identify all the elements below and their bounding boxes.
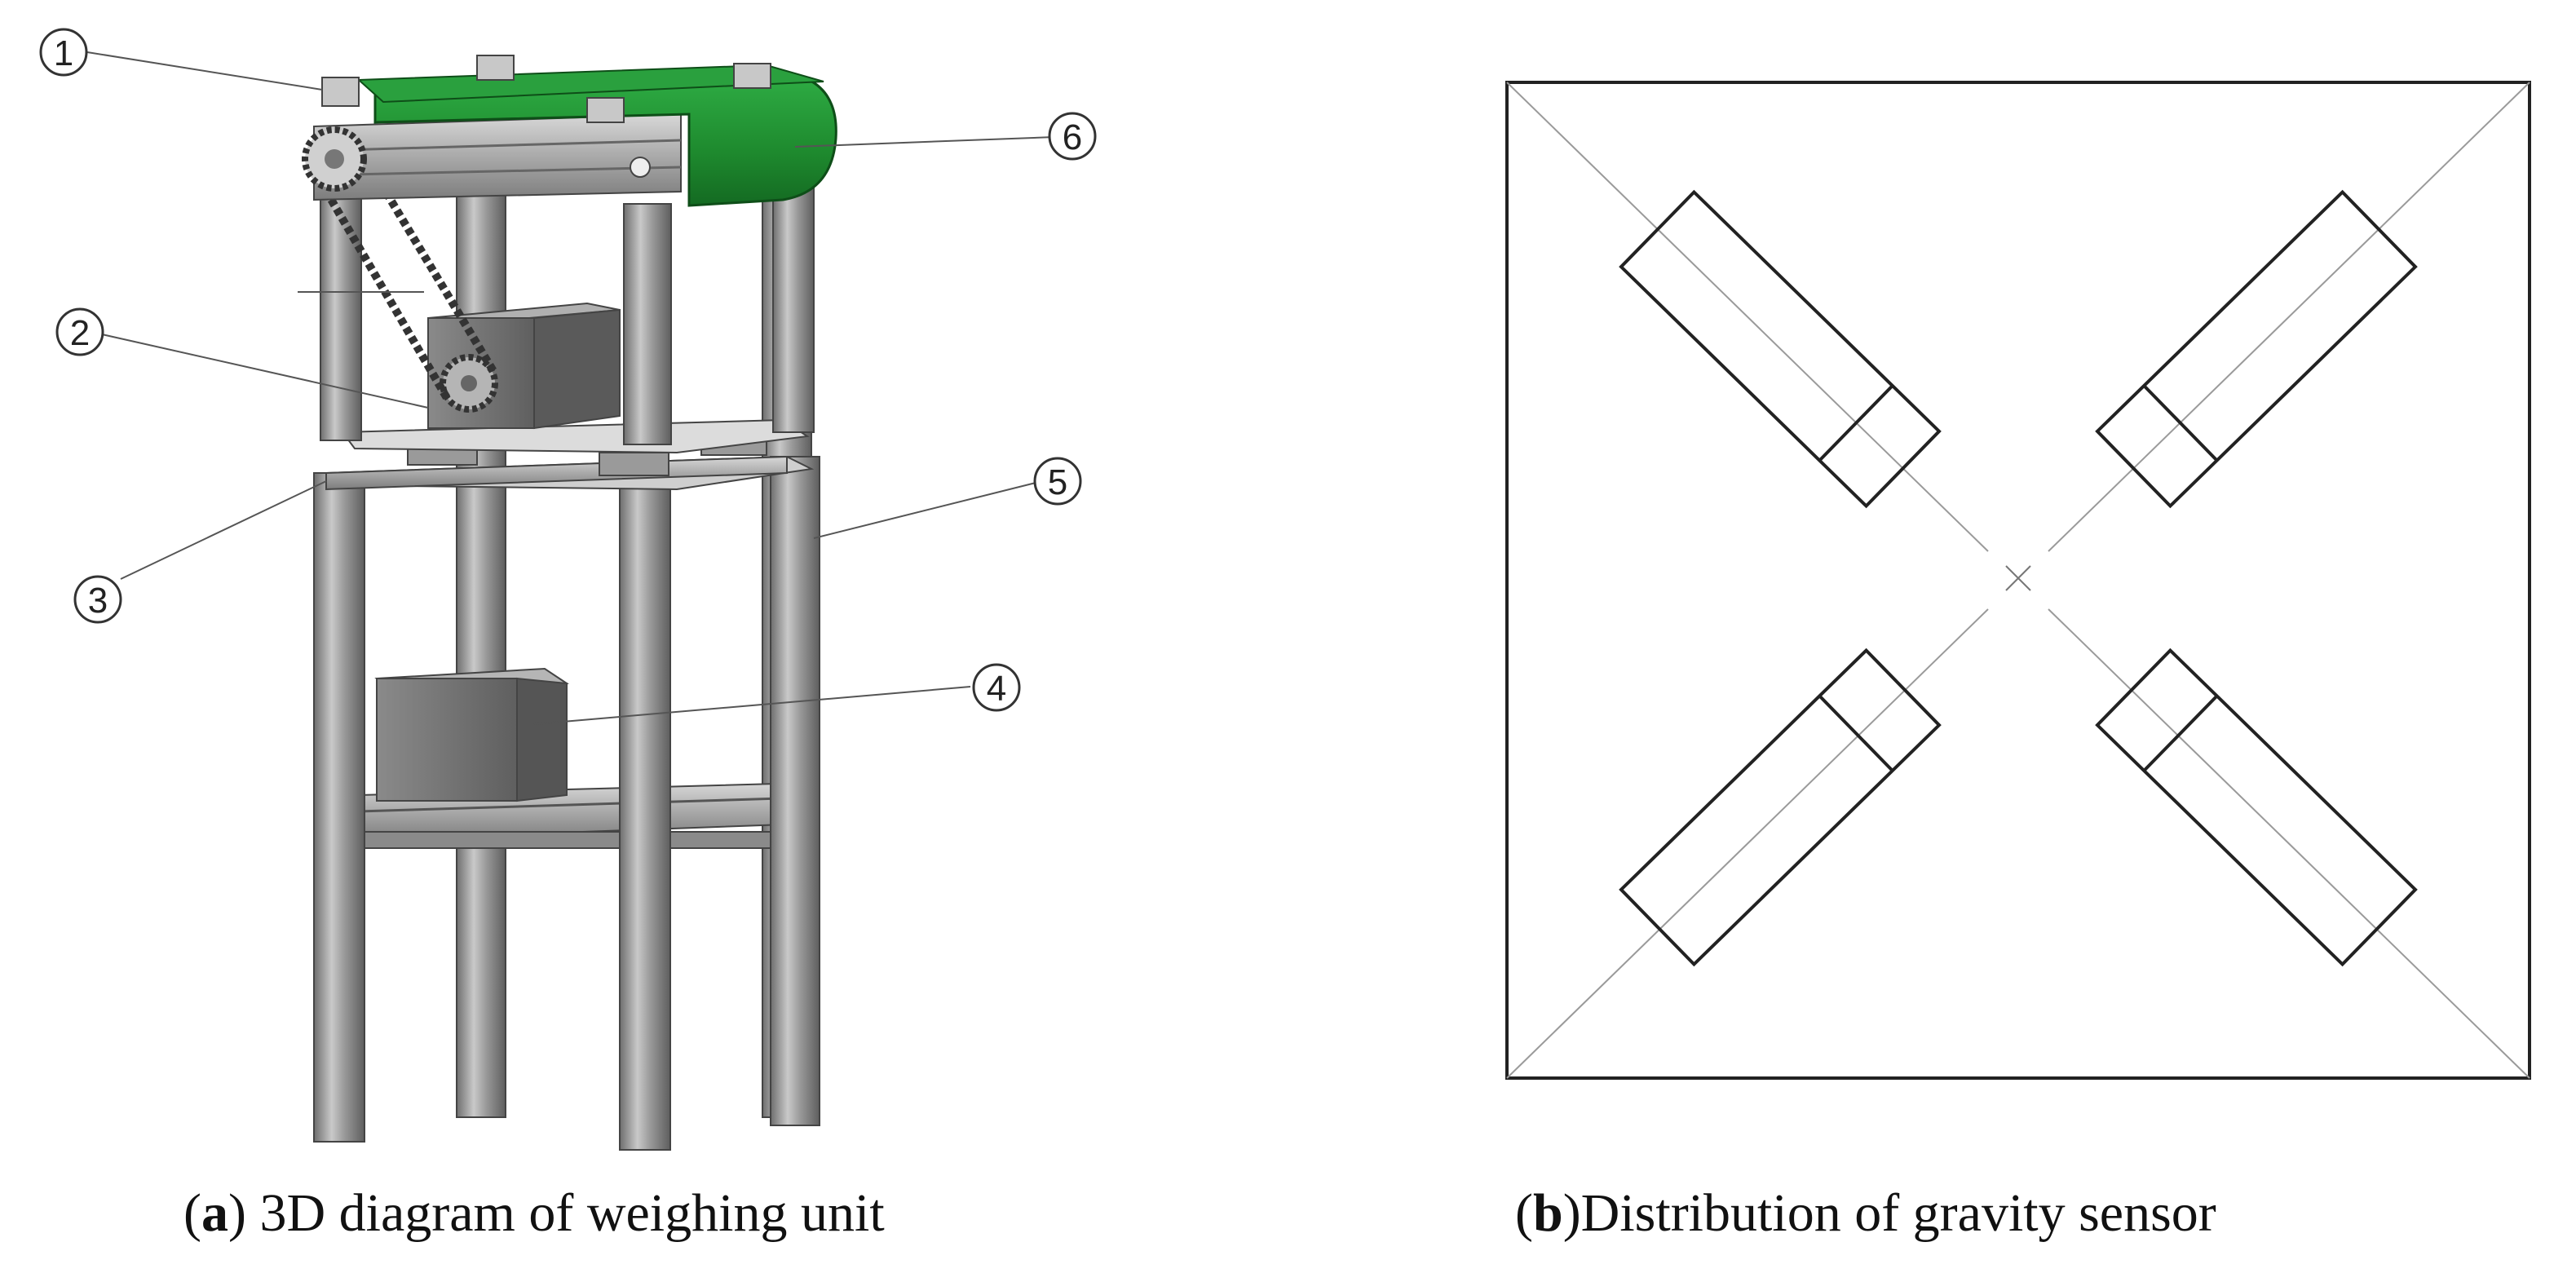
frame-leg-front-left-lower	[313, 472, 365, 1143]
caption-panel-b: (b)Distribution of gravity sensor	[1515, 1182, 2216, 1244]
mount-block-4	[586, 97, 625, 123]
frame-leg-front-left-upper	[320, 195, 362, 441]
frame-leg-front-right-upper	[623, 203, 672, 445]
caption-panel-a: (a) 3D diagram of weighing unit	[183, 1182, 885, 1244]
mount-block-2	[476, 55, 515, 81]
svg-text:4: 4	[987, 669, 1006, 709]
caption-a-open: (	[183, 1183, 201, 1243]
weighing-unit-3d-drawing: 1 2 3 4 5 6	[39, 28, 1097, 1151]
caption-a-letter: a	[201, 1183, 228, 1243]
roller-shaft	[325, 149, 344, 169]
roller-bolt	[630, 157, 651, 178]
conveyor-belt-top	[356, 64, 824, 104]
mount-block-1	[321, 77, 360, 107]
callout-3: 3	[73, 575, 122, 624]
gravity-sensor-top-left	[1619, 189, 1942, 509]
mount-block-3	[733, 63, 771, 89]
motor-body-side	[533, 308, 621, 430]
frame-leg-side-right-lower	[770, 456, 820, 1126]
load-cell-2	[599, 452, 669, 476]
caption-a-text: ) 3D diagram of weighing unit	[228, 1183, 885, 1243]
beam-groove-1	[313, 139, 682, 152]
diagonal-guides	[1506, 82, 2530, 1079]
motor-shaft	[461, 375, 477, 391]
shelf-slot	[358, 796, 808, 813]
svg-text:1: 1	[54, 33, 73, 73]
frame-leg-front-right-lower	[619, 472, 671, 1151]
conveyor-side-beam	[313, 113, 682, 201]
controller-box-side	[516, 677, 568, 802]
sensor-distribution-drawing	[1505, 81, 2531, 1080]
gravity-sensor-bottom-right	[2095, 648, 2418, 967]
gravity-sensor-bottom-left	[1619, 648, 1942, 967]
gravity-sensor-top-right	[2095, 189, 2418, 509]
svg-text:5: 5	[1048, 462, 1067, 502]
svg-text:3: 3	[88, 581, 108, 621]
callout-2: 2	[55, 307, 104, 356]
caption-b-open: (	[1515, 1183, 1533, 1243]
svg-text:2: 2	[70, 313, 90, 353]
svg-text:6: 6	[1063, 117, 1082, 157]
drive-chain-left	[306, 161, 451, 400]
platform-outline	[1505, 81, 2531, 1080]
callout-1: 1	[39, 28, 88, 77]
controller-box-front	[376, 678, 518, 802]
center-mark	[2005, 565, 2031, 591]
callout-4: 4	[972, 663, 1021, 712]
beam-groove-2	[313, 166, 682, 177]
callout-leaders	[86, 51, 1055, 725]
callout-6: 6	[1048, 112, 1097, 161]
caption-b-letter: b	[1532, 1183, 1563, 1243]
bottom-crossbeam	[358, 831, 808, 849]
frame-leg-side-right-upper	[772, 183, 815, 433]
callout-5: 5	[1033, 457, 1082, 506]
upper-frame-plate	[341, 418, 810, 454]
caption-b-text: )Distribution of gravity sensor	[1562, 1183, 2216, 1243]
